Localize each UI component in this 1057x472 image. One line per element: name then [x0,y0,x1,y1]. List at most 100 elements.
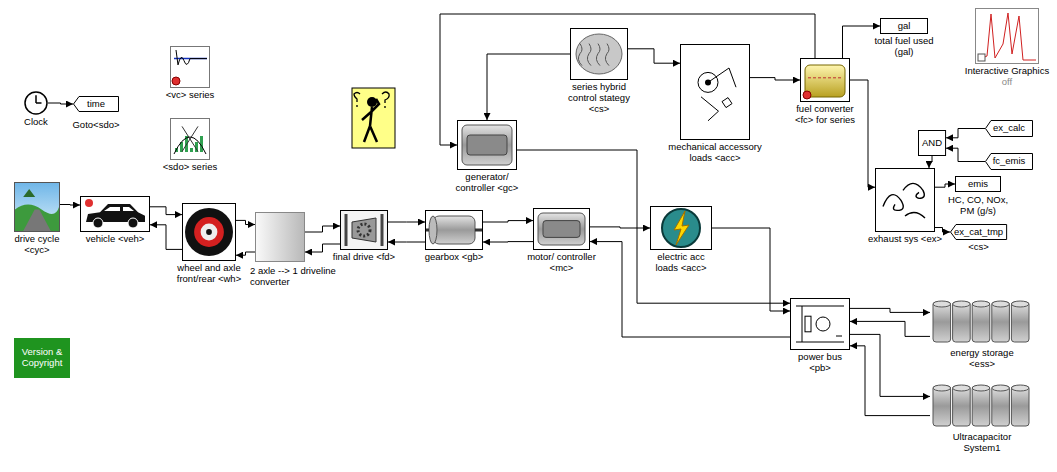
block-label: off [959,77,1055,88]
block-icon [340,210,388,250]
ultracapacitor-block: Ultracapacitor System1 [930,382,1034,430]
block-text: Version & Copyright [18,347,66,369]
vehicle-block: vehicle <veh> [80,196,150,232]
block-label: Interactive Graphics [959,66,1055,77]
display-block: emisHC, CO, NOx, PM (g/s) [955,176,1001,192]
block-text: emis [968,179,988,190]
block-icon [790,298,850,350]
signal-line [946,148,985,161]
signal-line [843,26,881,58]
block-text: ex_calc [993,123,1025,134]
block-caption: series hybrid control stategy <cs> [561,82,637,115]
signal-line [60,204,80,206]
signal-line [929,156,932,168]
block-label: Ultracapacitor System1 [942,432,1022,454]
fuel-converter-block: fuel converter <fc> for series [800,58,850,102]
signal-line [712,228,790,311]
scope-block: <sdo> series [170,118,210,160]
signal-line [305,226,340,232]
block-icon [255,212,305,262]
signal-line [150,207,182,215]
block-label: <vc> series [155,90,225,101]
block-caption: exhaust sys <ex> [860,234,950,245]
block-icon [650,206,712,250]
block-label: wheel and axle front/rear <wh> [175,263,243,285]
block-caption: <vc> series [155,90,225,101]
block-caption: power bus <pb> [790,352,850,374]
block-icon [680,44,750,140]
block-label: fuel converter <fc> for series [787,104,863,126]
block-caption: mechanical accessory loads <acc> [660,142,770,164]
block-caption: Interactive Graphicsoff [959,66,1055,88]
generator-block: generator/ controller <gc> [457,120,517,170]
block-label: <sdo> series [155,162,225,173]
block-label: generator/ controller <gc> [451,172,523,194]
block-label: electric acc loads <acc> [648,252,714,274]
signal-line [236,220,255,224]
signal-line [517,150,790,303]
signal-line [483,221,533,222]
version-block: Version & Copyright [14,338,70,378]
signal-line [487,54,570,120]
block-text: fc_emis [993,156,1026,167]
signal-line [850,334,930,396]
signal-line [150,225,182,250]
block-label: power bus <pb> [790,352,850,374]
block-caption: Goto<sdo> [66,120,126,131]
block-text: gal [898,21,911,32]
block-icon [425,210,483,250]
converter-block: 2 axle --> 1 driveline converter [255,212,305,262]
block-icon [24,91,48,115]
block-icon [800,58,850,102]
display-block: galtotal fuel used (gal) [880,18,928,34]
block-label: Goto<sdo> [66,120,126,131]
motor-block: motor/ controller <mc> [533,208,590,250]
signal-line [590,227,650,228]
block-icon [930,298,1034,346]
block-caption: generator/ controller <gc> [451,172,523,194]
block-label: exhaust sys <ex> [860,234,950,245]
goto-block: timeGoto<sdo> [73,96,119,112]
signal-line [750,78,800,80]
drive-cycle-block: drive cycle <cyc> [14,182,60,232]
block-label: energy storage <ess> [942,348,1022,370]
block-label: motor/ controller <mc> [526,252,598,274]
block-icon [570,28,628,80]
block-icon [14,182,60,232]
goto-block: ex_cat_tmp<cs> [950,224,1007,240]
block-caption: final drive <fd> [324,252,404,263]
block-icon [80,196,150,232]
block-label: 2 axle --> 1 driveline converter [250,266,346,288]
signal-line [236,252,255,255]
block-text: AND [922,138,942,149]
block-caption: total fuel used (gal) [864,36,944,58]
block-caption: wheel and axle front/rear <wh> [175,263,243,285]
block-label: mechanical accessory loads <acc> [660,142,770,164]
signal-line [850,346,930,416]
exhaust-block: exhaust sys <ex> [875,168,935,232]
block-label: <cs> [959,242,999,253]
block-caption: fuel converter <fc> for series [787,104,863,126]
energy-storage-block: energy storage <ess> [930,298,1034,346]
block-icon [930,382,1034,430]
signal-line [850,308,930,312]
block-text: time [87,99,105,110]
block-label: drive cycle <cyc> [7,234,67,256]
signal-line [590,242,790,337]
help-figure [352,88,395,148]
signal-line [628,49,680,63]
block-icon [533,208,590,250]
clock-block: Clock [24,91,48,115]
signal-line [935,228,950,232]
power-bus-block: power bus <pb> [790,298,850,350]
final-drive-block: final drive <fd> [340,210,388,250]
block-caption: HC, CO, NOx, PM (g/s) [945,195,1011,217]
signal-line [48,103,73,104]
block-label: total fuel used (gal) [864,36,944,58]
block-label: gearbox <gb> [414,252,494,263]
block-icon [170,46,210,88]
control-strategy-block: series hybrid control stategy <cs> [570,28,628,80]
block-label: final drive <fd> [324,252,404,263]
mechanical-load-block: mechanical accessory loads <acc> [680,44,750,140]
block-icon [875,168,935,232]
